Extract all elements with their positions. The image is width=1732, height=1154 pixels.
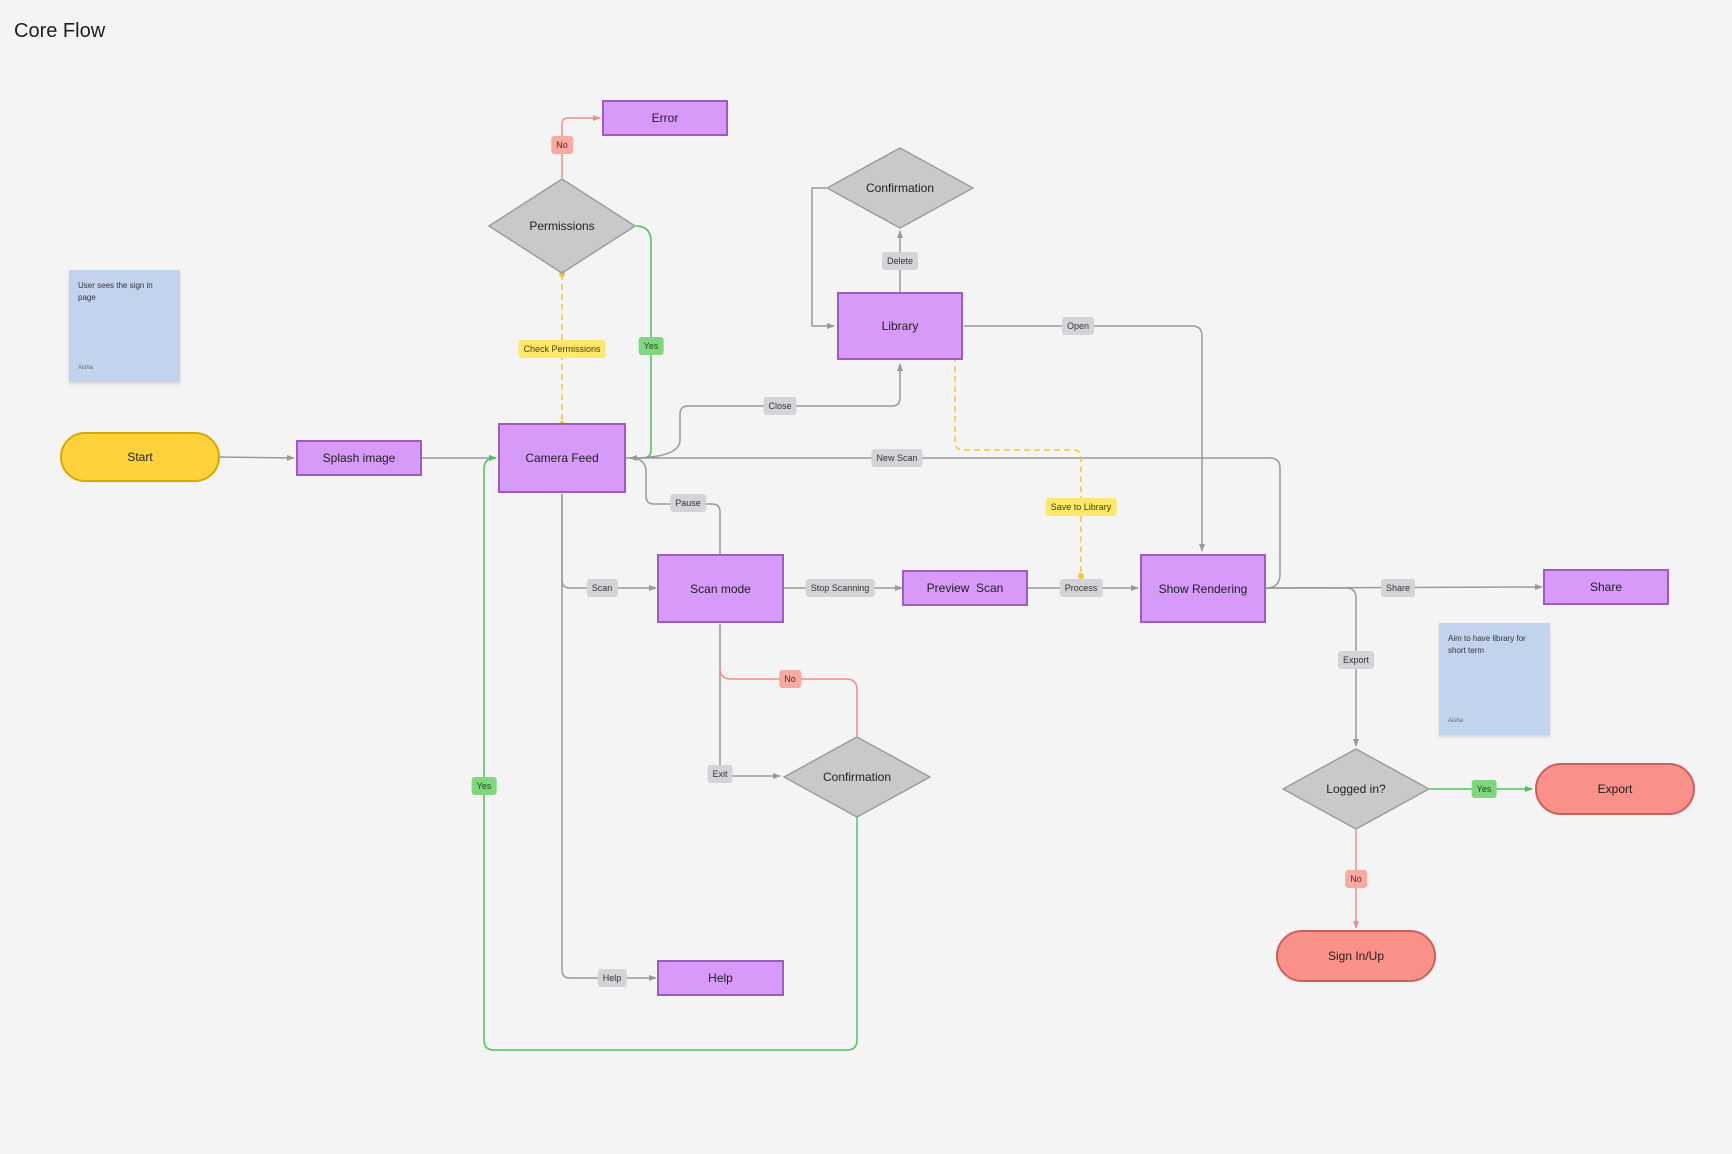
confirmation-top-decision[interactable]: Confirmation	[826, 147, 974, 229]
permissions-label: Permissions	[529, 219, 595, 233]
preview-scan-label: Preview Scan	[926, 581, 1004, 595]
share-node[interactable]: Share	[1543, 569, 1669, 605]
edge-confirmation-library	[811, 187, 835, 329]
edge-start-splash	[219, 454, 295, 461]
preview-scan-node[interactable]: Preview Scan	[902, 570, 1028, 606]
export-label: Export	[1597, 782, 1633, 796]
edge-label-no-confirmation[interactable]: No	[779, 670, 801, 688]
diamond-shape	[488, 178, 636, 274]
camera-feed-label: Camera Feed	[525, 451, 599, 465]
sticky-note-text: User sees the sign in page	[78, 281, 153, 302]
edge-label-share[interactable]: Share	[1380, 579, 1416, 597]
edge-label-save-to-library[interactable]: Save to Library	[1045, 498, 1117, 516]
edge-label-stop-scanning[interactable]: Stop Scanning	[805, 579, 875, 597]
confirmation-bottom-decision[interactable]: Confirmation	[783, 736, 931, 818]
edge-permissions-error	[561, 115, 601, 178]
edge-label-new-scan[interactable]: New Scan	[871, 449, 923, 467]
confirmation-bottom-label: Confirmation	[822, 770, 892, 784]
library-label: Library	[881, 319, 919, 333]
logged-in-label: Logged in?	[1326, 782, 1386, 796]
sticky-note-library[interactable]: Aim to have library for short term Aisha	[1439, 623, 1550, 735]
edge-label-process[interactable]: Process	[1059, 579, 1103, 597]
edge-library-render-open	[964, 325, 1205, 552]
edge-camera-help	[561, 494, 657, 981]
edge-label-no-login[interactable]: No	[1345, 870, 1367, 888]
sign-in-node[interactable]: Sign In/Up	[1276, 930, 1436, 982]
scan-mode-node[interactable]: Scan mode	[657, 554, 784, 623]
edge-label-yes-login[interactable]: Yes	[1471, 780, 1497, 798]
export-node[interactable]: Export	[1535, 763, 1695, 815]
diamond-shape	[1282, 748, 1430, 830]
permissions-decision[interactable]: Permissions	[488, 178, 636, 274]
edge-save-to-library	[954, 326, 1082, 576]
diamond-shape	[826, 147, 974, 229]
edge-label-help[interactable]: Help	[597, 969, 627, 987]
library-node[interactable]: Library	[837, 292, 963, 360]
help-node[interactable]: Help	[657, 960, 784, 996]
share-label: Share	[1589, 580, 1623, 594]
edge-label-pause[interactable]: Pause	[670, 494, 706, 512]
help-label: Help	[708, 971, 733, 985]
confirmation-top-label: Confirmation	[865, 181, 935, 195]
edge-render-camera-newscan	[629, 455, 1281, 589]
sticky-note-sign-in[interactable]: User sees the sign in page Aisha	[69, 270, 180, 382]
edge-confirmation-scan-no	[719, 667, 858, 736]
start-label: Start	[127, 450, 153, 464]
edge-label-delete[interactable]: Delete	[881, 252, 919, 270]
edge-camera-library-close	[629, 363, 903, 459]
edge-label-close[interactable]: Close	[763, 397, 797, 415]
sticky-note-author: Aisha	[1448, 718, 1464, 724]
error-node[interactable]: Error	[602, 100, 728, 136]
edge-render-login-export	[1266, 587, 1359, 747]
camera-feed-node[interactable]: Camera Feed	[498, 423, 626, 493]
edge-scan-confirmation-exit	[719, 624, 781, 779]
scan-mode-label: Scan mode	[690, 581, 751, 596]
error-label: Error	[651, 111, 679, 125]
sticky-note-text: Aim to have library for short term	[1448, 634, 1526, 655]
edge-label-yes-confirmation[interactable]: Yes	[471, 777, 497, 795]
edge-label-yes-permissions[interactable]: Yes	[638, 337, 664, 355]
edge-label-scan[interactable]: Scan	[586, 579, 618, 597]
splash-image-label: Splash image	[322, 451, 396, 465]
edge-label-check-permissions[interactable]: Check Permissions	[518, 340, 606, 358]
start-node[interactable]: Start	[60, 432, 220, 482]
show-rendering-label: Show Rendering	[1158, 581, 1248, 596]
edge-label-export[interactable]: Export	[1337, 651, 1375, 669]
sign-in-label: Sign In/Up	[1327, 949, 1385, 963]
edge-label-open[interactable]: Open	[1061, 317, 1095, 335]
page-title: Core Flow	[14, 20, 106, 42]
diamond-shape	[783, 736, 931, 818]
edge-label-exit[interactable]: Exit	[707, 765, 733, 783]
edge-label-no-permissions[interactable]: No	[551, 136, 573, 154]
sticky-note-author: Aisha	[78, 365, 94, 371]
splash-image-node[interactable]: Splash image	[296, 440, 422, 476]
logged-in-decision[interactable]: Logged in?	[1282, 748, 1430, 830]
edge-confirmation-camera-yes	[483, 455, 858, 1051]
edge-camera-scan	[561, 494, 657, 591]
edge-camera-scan-pause	[629, 457, 721, 555]
show-rendering-node[interactable]: Show Rendering	[1140, 554, 1266, 623]
